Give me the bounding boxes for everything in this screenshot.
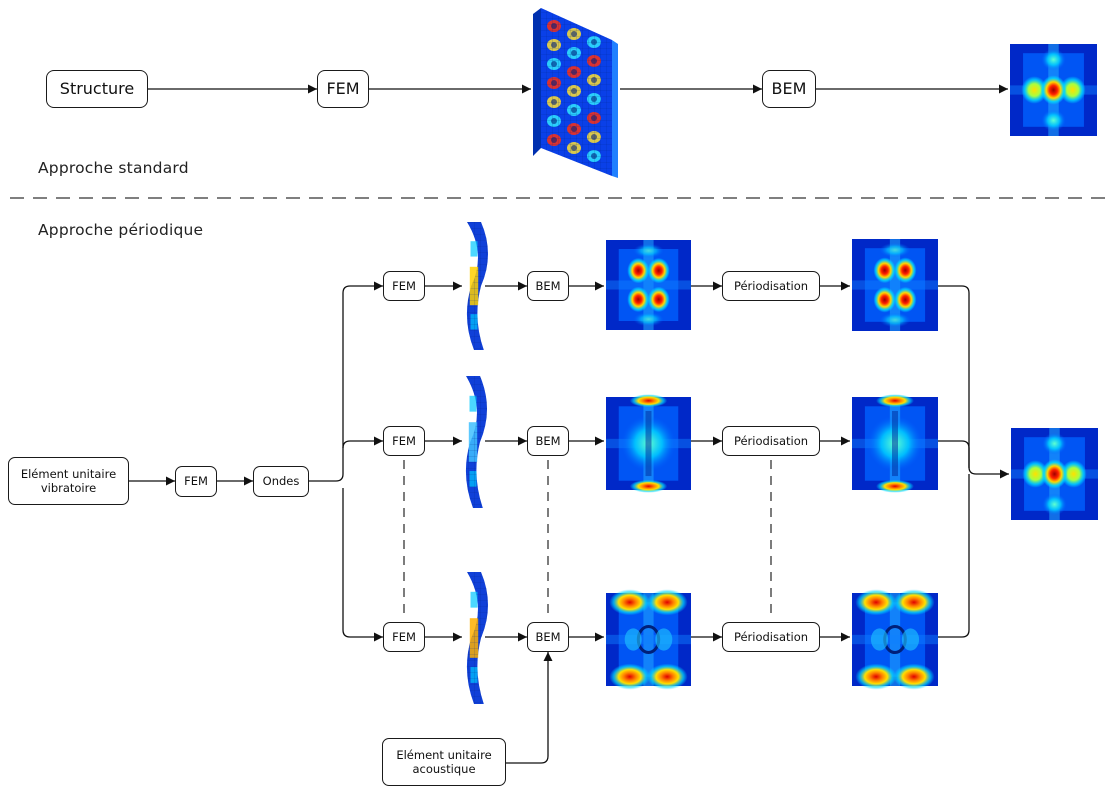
arrow-acoustic-to-bem — [506, 652, 553, 764]
merge-row1 — [938, 285, 1009, 479]
row2-mesh-strip — [465, 376, 487, 508]
row1-bem-node: BEM — [527, 271, 569, 301]
row2-periodisation-node: Périodisation — [722, 426, 820, 456]
row2-bem-node: BEM — [527, 426, 569, 456]
merge-row2 — [938, 440, 970, 468]
waves-split-row1 — [335, 281, 383, 482]
standard-result-field-map — [1010, 44, 1097, 136]
waves-split-row3 — [342, 488, 383, 642]
row2-periodised-field-map — [852, 394, 938, 493]
periodic-approach-label: Approche périodique — [38, 221, 204, 239]
row1-fem-node: FEM — [383, 271, 425, 301]
row1-periodisation-node: Périodisation — [722, 271, 820, 301]
periodic-fem-node: FEM — [175, 466, 217, 497]
row2-fem-node: FEM — [383, 426, 425, 456]
row3-bem-node: BEM — [527, 622, 569, 652]
unit-vibratory-element-node: Elément unitaire vibratoire — [8, 457, 129, 505]
row2-bem-field-map — [606, 394, 691, 493]
row1-bem-field-map — [606, 240, 691, 330]
row3-periodisation-node: Périodisation — [722, 622, 820, 652]
unit-acoustic-element-node: Elément unitaire acoustique — [382, 738, 506, 786]
periodic-result-field-map — [1011, 428, 1098, 520]
standard-approach-label: Approche standard — [38, 159, 189, 177]
row3-bem-field-map — [606, 589, 691, 690]
structure-node: Structure — [46, 70, 148, 108]
row3-fem-node: FEM — [383, 622, 425, 652]
merge-row3 — [938, 474, 970, 638]
row1-periodised-field-map — [852, 239, 938, 331]
waves-split-row2 — [342, 436, 383, 449]
standard-structure-mesh-image — [533, 8, 618, 178]
row3-mesh-strip — [466, 572, 488, 704]
row1-mesh-strip — [466, 222, 488, 350]
row3-periodised-field-map — [852, 589, 938, 690]
waves-node: Ondes — [253, 466, 309, 497]
standard-fem-node: FEM — [317, 70, 369, 108]
standard-bem-node: BEM — [762, 70, 816, 108]
